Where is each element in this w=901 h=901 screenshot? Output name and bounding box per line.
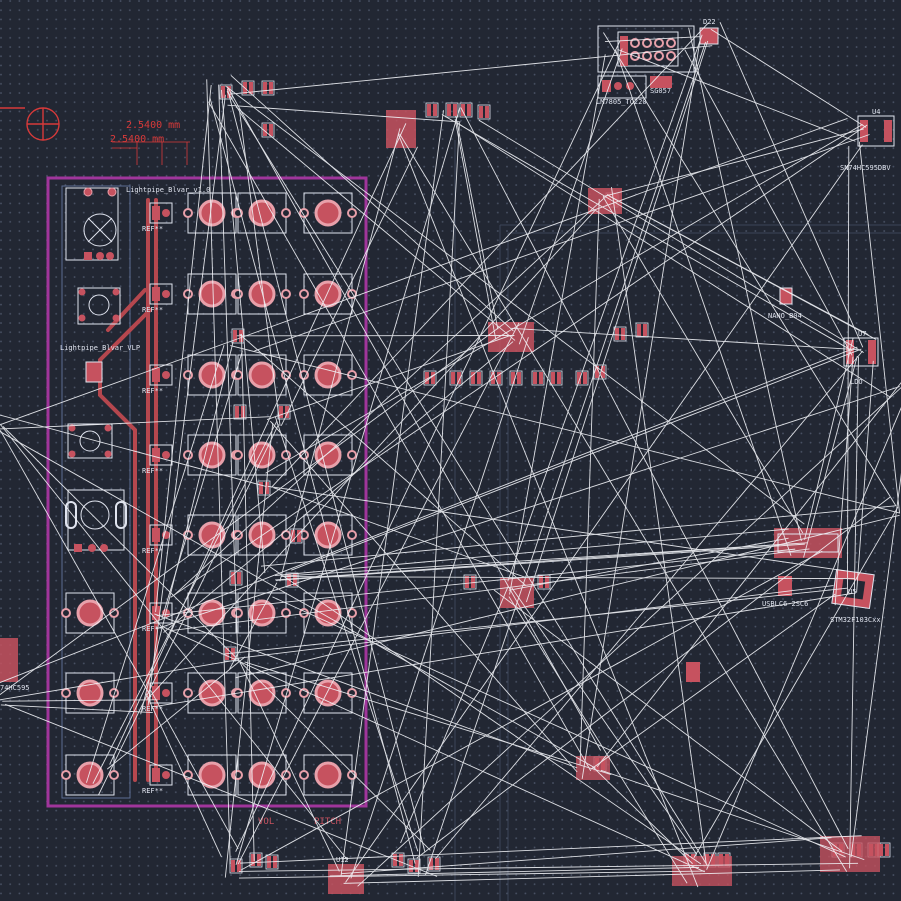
led-small[interactable] (85, 361, 103, 383)
ref-label: REF** (142, 787, 163, 795)
pot-footprint[interactable] (299, 754, 357, 796)
ref-label: REF** (142, 225, 163, 233)
smd-component[interactable] (261, 80, 275, 96)
pot-footprint[interactable] (299, 192, 357, 234)
regulator-label: LM7805_TO220 (596, 98, 647, 106)
lightpipe-label-2: Lightpipe_Blvar_VLP (60, 344, 140, 352)
ref-label: REF** (142, 467, 163, 475)
smd-component[interactable] (549, 370, 563, 386)
led-footprint[interactable] (149, 364, 173, 386)
dimension-left-text: 2.5400 mm (110, 134, 164, 145)
nano-label: NANO_B04 (768, 312, 802, 320)
smd-component[interactable] (229, 570, 243, 586)
ic-u7-ref: U7 (858, 330, 866, 338)
smd-component[interactable] (531, 370, 545, 386)
ic-u7-part: LDO (850, 378, 863, 386)
smd-component[interactable] (289, 528, 303, 544)
ref-label: REF** (142, 705, 163, 713)
origin-marker-icon[interactable] (0, 107, 60, 141)
smd-component[interactable] (425, 102, 439, 118)
pitch-label: PITCH (314, 817, 341, 827)
smd-component[interactable] (219, 84, 233, 100)
mcu-label: STM32F103Cxx (830, 616, 881, 624)
smd-component[interactable] (635, 322, 649, 338)
ratsnest-lines (0, 22, 901, 888)
ic-u4-part: SN74HC595DBV (840, 164, 891, 172)
dimension-top-text: 2.5400 mm (126, 120, 180, 131)
ref-label: REF** (142, 387, 163, 395)
board-outline[interactable] (46, 176, 368, 808)
led-footprint[interactable] (149, 202, 173, 224)
smd-component[interactable] (613, 326, 627, 342)
smd-component[interactable] (423, 370, 437, 386)
pot-footprint[interactable] (233, 273, 291, 315)
pot-footprint[interactable] (233, 354, 291, 396)
vol-label: VOL (258, 817, 274, 827)
smd-component[interactable] (427, 856, 441, 872)
pot-footprint[interactable] (61, 754, 119, 796)
pot-footprint[interactable] (61, 592, 119, 634)
keepout-zone (61, 185, 131, 799)
ref-label: REF** (142, 547, 163, 555)
encoder-footprint[interactable] (65, 187, 119, 261)
pot-footprint[interactable] (233, 592, 291, 634)
smd-component[interactable] (575, 370, 589, 386)
dimension-measure (112, 141, 190, 165)
ref-label: REF** (142, 306, 163, 314)
lightpipe-label-1: Lightpipe_Blvar_v1.0 (126, 186, 210, 194)
regulator-label-2: SG057 (650, 87, 671, 95)
pot-footprint[interactable] (183, 754, 241, 796)
smd-component[interactable] (257, 480, 271, 496)
led-footprint[interactable] (149, 764, 173, 786)
tact-switch-2[interactable] (67, 423, 113, 459)
smd-component[interactable] (445, 102, 459, 118)
smd-component[interactable] (509, 370, 523, 386)
led-footprint[interactable] (149, 682, 173, 704)
ic-u4-ref: U4 (872, 108, 880, 116)
diode-d22-label: D22 (703, 18, 716, 26)
led-footprint[interactable] (149, 283, 173, 305)
smd-component[interactable] (229, 858, 243, 874)
pot-footprint[interactable] (233, 192, 291, 234)
ref-label: REF** (142, 625, 163, 633)
diode-d22[interactable] (699, 27, 719, 45)
pot-footprint[interactable] (61, 672, 119, 714)
mcu-ref: U5 (848, 588, 856, 596)
smd-component[interactable] (261, 122, 275, 138)
tact-switch-1[interactable] (77, 287, 121, 325)
rotary-encoder-footprint[interactable] (65, 489, 127, 552)
smd-component[interactable] (449, 370, 463, 386)
smd-component[interactable] (477, 104, 491, 120)
u12-label: U12 (336, 856, 349, 864)
left-ref-label: 74HC595 (0, 684, 30, 692)
